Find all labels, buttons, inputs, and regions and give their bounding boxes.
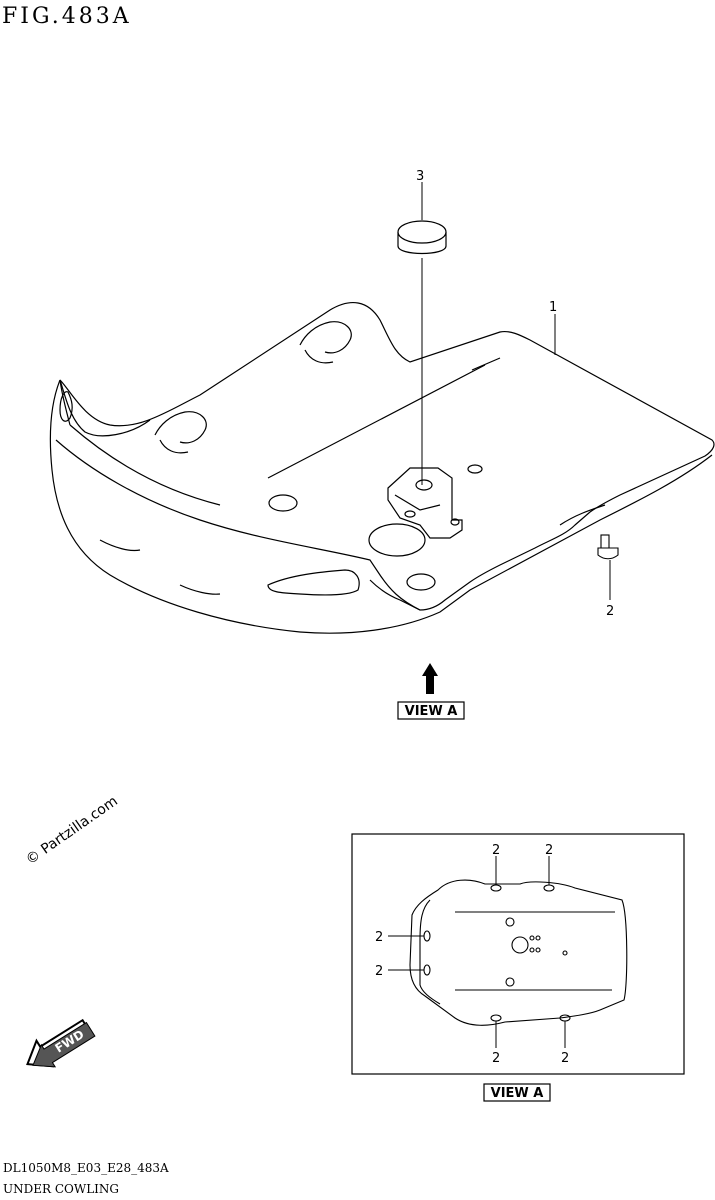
under-cowling-part <box>49 302 715 634</box>
view-a-label: VIEW A <box>405 704 458 719</box>
inset-callout-2-b: 2 <box>545 843 553 858</box>
view-a-leaders <box>388 856 566 1048</box>
view-a-cowling <box>409 879 628 1026</box>
watermark: © Partzilla.com <box>23 793 121 868</box>
view-arrow <box>422 663 438 694</box>
view-a-inset <box>351 833 685 1075</box>
figure-name: UNDER COWLING <box>3 1182 119 1196</box>
inset-callout-2-d: 2 <box>375 964 383 979</box>
inset-callout-2-a: 2 <box>492 843 500 858</box>
figure-code: DL1050M8_E03_E28_483A <box>3 1161 169 1175</box>
inset-callout-2-c: 2 <box>375 930 383 945</box>
view-a-label-box <box>397 701 465 720</box>
callout-1: 1 <box>549 300 557 315</box>
callout-2: 2 <box>606 604 614 619</box>
fwd-arrow-icon: FWD <box>26 1018 96 1068</box>
inset-callout-2-f: 2 <box>561 1051 569 1066</box>
figure-title: FIG.483A <box>2 4 132 29</box>
view-a-inset-label-box <box>483 1083 551 1102</box>
inset-callout-2-e: 2 <box>492 1051 500 1066</box>
callout-3: 3 <box>416 169 424 184</box>
bolt-part <box>597 534 619 560</box>
plug-part <box>397 220 447 255</box>
view-a-inset-label: VIEW A <box>491 1086 544 1101</box>
